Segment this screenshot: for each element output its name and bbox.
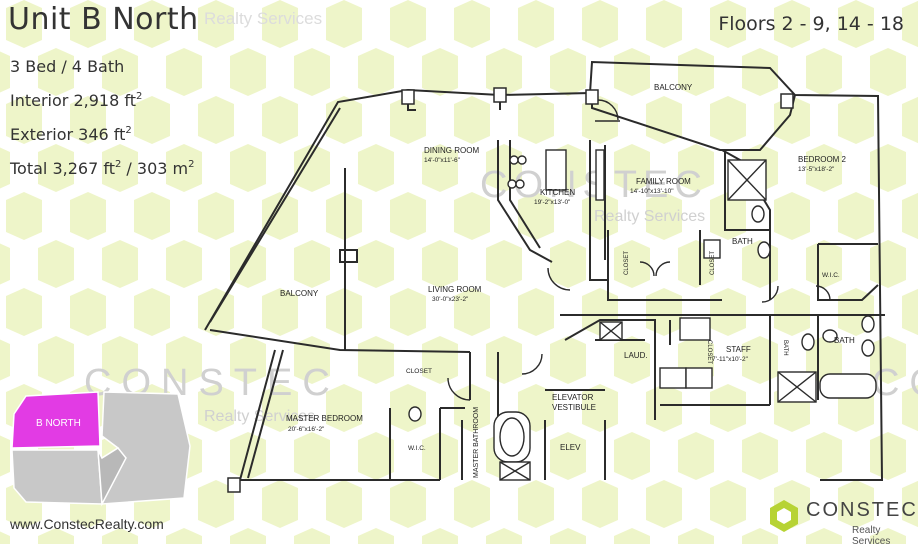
interior-area: Interior 2,918 ft2: [10, 91, 143, 110]
label-elevator: ELEVATOR: [552, 393, 594, 402]
title-watermark: Realty Services: [204, 9, 323, 28]
label-wic-1: W.I.C.: [822, 272, 840, 279]
label-master-dims: 20'-6"x16'-2": [288, 426, 325, 433]
label-closet-kitchen: CLOSET: [624, 251, 630, 275]
label-wic-2: W.I.C.: [408, 445, 426, 452]
label-master: MASTER BEDROOM: [286, 414, 363, 423]
label-bedroom2-dims: 13'-5"x18'-2": [798, 166, 835, 173]
label-elev: ELEV: [560, 443, 581, 452]
label-bath-staff: BATH: [782, 340, 788, 356]
beds-baths: 3 Bed / 4 Bath: [10, 57, 125, 76]
label-kitchen-dims: 19'-2"x13'-0": [534, 199, 571, 206]
label-laund: LAUD.: [624, 351, 648, 360]
label-family: FAMILY ROOM: [636, 177, 691, 186]
key-plan: B NORTH: [11, 391, 191, 507]
constec-logo: CONSTEC Realty Services: [768, 497, 916, 547]
label-bath-1: BATH: [732, 237, 753, 246]
label-vestibule: VESTIBULE: [552, 403, 596, 412]
label-balcony-top: BALCONY: [654, 83, 693, 92]
logo-name: CONSTEC: [806, 499, 918, 521]
label-family-dims: 14'-10"x13'-10": [630, 188, 674, 195]
watermark-sub: Realty Services: [594, 208, 706, 225]
unit-title: Unit B North: [8, 2, 199, 37]
label-staff: STAFF: [726, 345, 751, 354]
label-living: LIVING ROOM: [428, 285, 482, 294]
logo-sub: Realty Services: [852, 525, 891, 547]
specs-panel: 3 Bed / 4 Bath Interior 2,918 ft2 Exteri…: [10, 52, 195, 184]
label-bedroom2: BEDROOM 2: [798, 155, 847, 164]
key-plan-label: B NORTH: [36, 418, 81, 429]
website-url[interactable]: www.ConstecRealty.com: [10, 516, 164, 532]
label-kitchen: KITCHEN: [540, 188, 575, 197]
label-closet-master: CLOSET: [406, 368, 432, 375]
logo-hex-icon: [770, 500, 798, 532]
watermark-brand: CONSTEC: [872, 362, 918, 404]
total-area: Total 3,267 ft2 / 303 m2: [10, 159, 195, 178]
label-bath-2: BATH: [834, 336, 855, 345]
floors-label: Floors 2 - 9, 14 - 18: [718, 13, 904, 35]
key-plan-highlight: [11, 391, 101, 449]
label-closet-family: CLOSET: [710, 251, 716, 275]
watermark-sub: Realty Services: [204, 408, 316, 425]
label-closet-staff: CLOSET: [706, 340, 712, 364]
label-master-bath: MASTER BATHROOM: [473, 407, 480, 478]
label-staff-dims: 7'-11"x10'-2": [712, 356, 749, 363]
exterior-area: Exterior 346 ft2: [10, 125, 132, 144]
label-living-dims: 30'-0"x23'-2": [432, 296, 469, 303]
label-balcony-left: BALCONY: [280, 289, 319, 298]
label-dining: DINING ROOM: [424, 146, 479, 155]
label-dining-dims: 14'-0"x11'-6": [424, 157, 461, 164]
